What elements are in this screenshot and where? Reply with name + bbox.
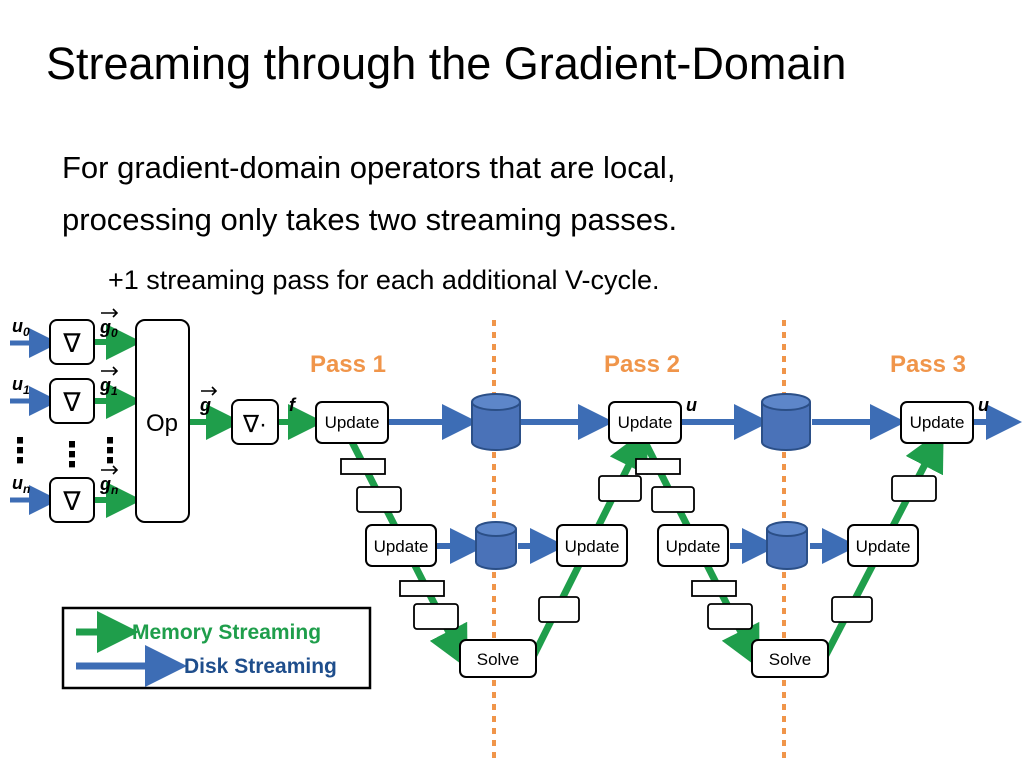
update-box [900, 401, 974, 444]
update-box [315, 401, 389, 444]
ellipsis-right: ⋮ [93, 432, 127, 470]
buffer-box [598, 475, 642, 502]
gradient-symbol-1: ∇ [62, 387, 81, 417]
slide-title: Streaming through the Gradient-Domain [46, 38, 847, 89]
vector-arrow-g [201, 386, 218, 396]
label-gn: gn [99, 474, 118, 497]
ellipsis-left: ⋮ [3, 432, 37, 470]
op-box [135, 319, 190, 523]
legend-disk-label: Disk Streaming [184, 655, 337, 678]
legend-memory-label: Memory Streaming [132, 621, 321, 644]
gradient-symbol-0: ∇ [62, 328, 81, 358]
buffer-box [356, 486, 402, 513]
buffer-box [651, 486, 695, 513]
bullet-line-2: processing only takes two streaming pass… [62, 202, 678, 237]
solve-box [459, 639, 537, 678]
buffer-box [831, 596, 873, 623]
disk-cylinder-icon [471, 393, 521, 451]
pass-3-label: Pass 3 [890, 351, 966, 378]
solve-box [751, 639, 829, 678]
gradient-symbol-n: ∇ [62, 486, 81, 516]
buffer-box [635, 458, 681, 475]
bullet-line-1: For gradient-domain operators that are l… [62, 150, 676, 185]
label-u0: u0 [12, 316, 30, 339]
vector-arrow-g0 [101, 308, 119, 318]
buffer-box [340, 458, 386, 475]
update-label: Update [856, 537, 911, 556]
update-box [657, 524, 729, 567]
update-box [556, 524, 628, 567]
buffer-box [538, 596, 580, 623]
buffer-box [691, 580, 737, 597]
pass-2-label: Pass 2 [604, 351, 680, 378]
buffer-box [891, 475, 937, 502]
gradient-box-1 [49, 378, 95, 424]
buffer-box [413, 603, 459, 630]
divergence-label: ∇· [242, 411, 267, 438]
legend: Memory Streaming Disk Streaming [61, 606, 372, 690]
update-label: Update [910, 413, 965, 432]
ellipsis-mid: ⋮ [55, 436, 89, 474]
label-u-out-2: u [978, 395, 989, 415]
label-u-out-1: u [686, 395, 697, 415]
label-g0: g0 [99, 317, 118, 340]
update-label: Update [374, 537, 429, 556]
update-box [608, 401, 682, 444]
vector-arrow-gn [101, 465, 119, 475]
op-label: Op [146, 410, 178, 437]
buffer-box [399, 580, 445, 597]
label-un: un [12, 473, 30, 496]
solve-label: Solve [769, 650, 812, 669]
label-f: f [289, 395, 297, 415]
update-box [365, 524, 437, 567]
solve-label: Solve [477, 650, 520, 669]
update-label: Update [565, 537, 620, 556]
label-g: g [199, 395, 211, 415]
sub-bullet-text: +1 streaming pass for each additional V-… [108, 265, 660, 295]
disk-cylinder-icon [766, 521, 808, 570]
gradient-box-0 [49, 319, 95, 365]
update-box [847, 524, 919, 567]
label-g1: g1 [99, 375, 118, 398]
update-label: Update [618, 413, 673, 432]
pass-1-label: Pass 1 [310, 351, 386, 378]
buffer-box [707, 603, 753, 630]
update-label: Update [325, 413, 380, 432]
vector-arrow-g1 [101, 366, 119, 376]
gradient-box-n [49, 477, 95, 523]
disk-cylinder-icon [761, 393, 811, 451]
divergence-box [231, 399, 279, 445]
update-label: Update [666, 537, 721, 556]
bullet-text: For gradient-domain operators that are l… [62, 142, 962, 246]
disk-cylinder-icon [475, 521, 517, 570]
label-u1: u1 [12, 374, 30, 397]
